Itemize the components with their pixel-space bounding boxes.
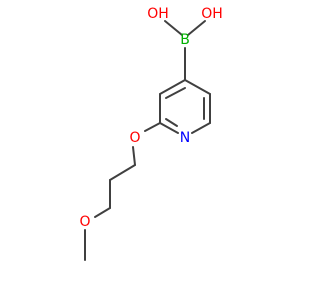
bond-b-oh-left [164, 20, 183, 36]
bond-b-oh-right [187, 20, 206, 36]
bond-ch2-c-o-ether2 [94, 207, 111, 218]
bond-ring-c5-c4 [184, 79, 211, 95]
bond-lines [84, 20, 211, 261]
bond-ring-c2-n1 [159, 122, 179, 134]
atom-ether-oxygen-2: O [79, 214, 90, 230]
bond-ring-inner-double-1 [165, 87, 186, 99]
atom-labels: B OH OH N O O [79, 6, 222, 230]
atom-hydroxyl-right: OH [201, 6, 223, 22]
bond-ring-c4-c3 [159, 79, 186, 95]
atom-ether-oxygen-1: O [129, 130, 140, 146]
atom-ring-nitrogen: N [180, 130, 190, 146]
atom-boron: B [180, 32, 190, 48]
bond-ring-n1-c6 [191, 122, 211, 134]
bond-ring-inner-double-2 [165, 118, 178, 127]
bond-ch2-a-ch2-b [109, 164, 136, 181]
bond-c2-o-ether [144, 122, 161, 132]
molecule-structure-canvas: B OH OH N O O [79, 6, 223, 261]
atom-hydroxyl-left: OH [147, 6, 169, 22]
bond-o-ether-ch2-a [132, 146, 136, 166]
